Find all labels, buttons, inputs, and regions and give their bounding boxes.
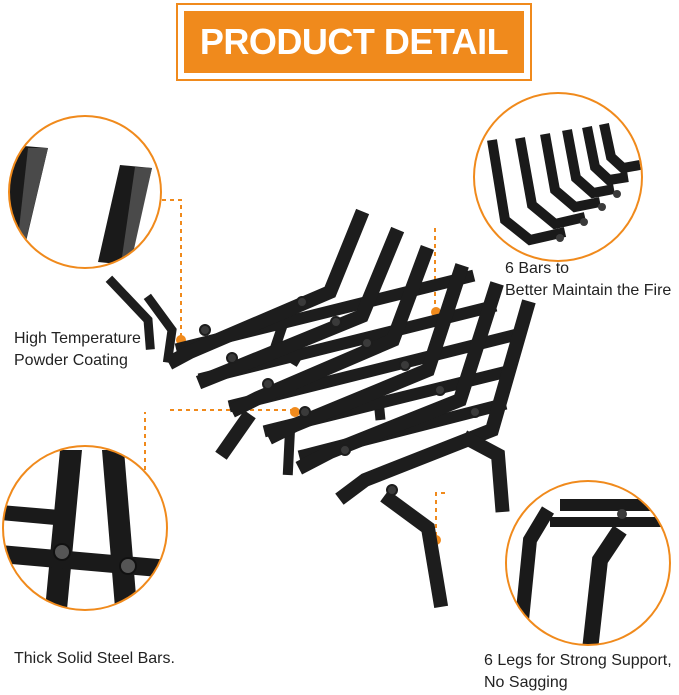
page-title: PRODUCT DETAIL bbox=[199, 21, 509, 62]
legs-callout: 6 Legs for Strong Support, No Sagging bbox=[484, 650, 672, 694]
legs-detail bbox=[505, 480, 671, 646]
bars-callout-line2: Better Maintain the Fire bbox=[505, 282, 672, 299]
bars-detail bbox=[473, 92, 643, 262]
bars-callout-line1: 6 Bars to bbox=[505, 260, 570, 277]
legs-callout-line2: No Sagging bbox=[484, 674, 568, 691]
callout-leaders bbox=[144, 199, 445, 540]
steel-callout: Thick Solid Steel Bars. bbox=[14, 648, 175, 670]
coating-callout: High Temperature Powder Coating bbox=[14, 328, 141, 372]
steel-callout-line1: Thick Solid Steel Bars. bbox=[14, 650, 175, 667]
coating-callout-line1: High Temperature bbox=[14, 330, 141, 347]
coating-callout-line2: Powder Coating bbox=[14, 352, 128, 369]
fireplace-grate bbox=[105, 208, 536, 609]
steel-detail bbox=[2, 445, 168, 611]
title-banner: PRODUCT DETAIL bbox=[184, 11, 524, 73]
bars-callout: 6 Bars to Better Maintain the Fire bbox=[505, 258, 671, 302]
legs-callout-line1: 6 Legs for Strong Support, bbox=[484, 652, 672, 669]
title-frame bbox=[176, 3, 532, 81]
coating-detail bbox=[8, 115, 162, 269]
